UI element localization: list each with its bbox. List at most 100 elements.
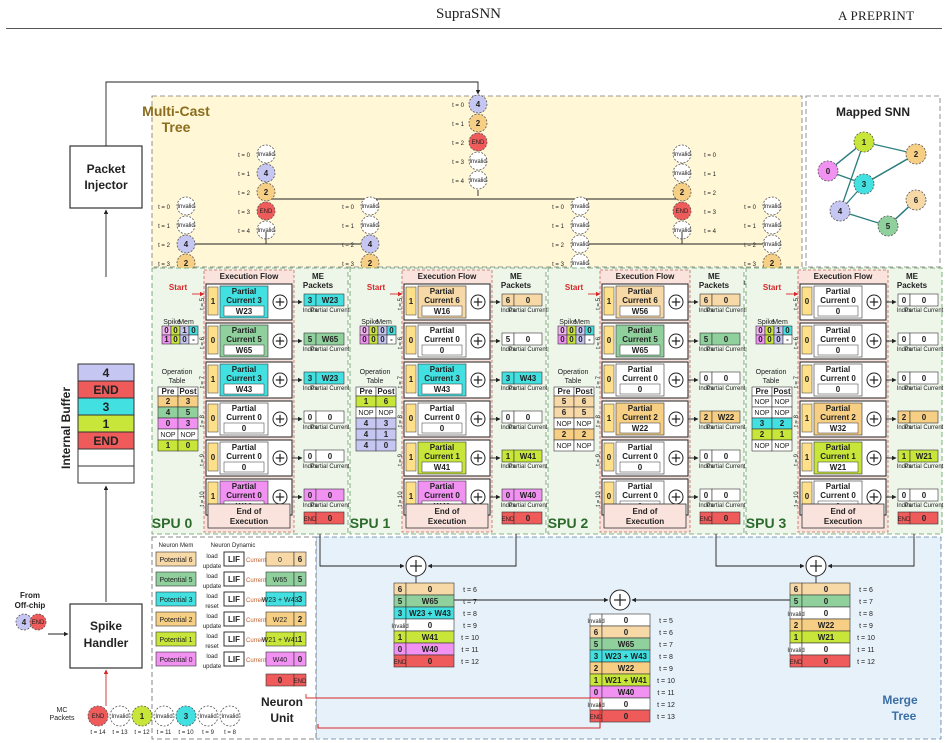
spu-2-exec-time: t = 10 [596,491,602,507]
spu-3-exec-weight-box [817,461,859,473]
snn-neuron-5-label: 5 [886,222,891,231]
snn-neuron-3-label: 3 [862,180,867,189]
spu-2-exec-partial-label: Partial [628,326,652,335]
spu-3-me-current [909,410,939,424]
mc-packet-node-label: 3 [184,712,189,721]
mc-left-node [256,182,276,202]
spu-3-exec-partial-label: Partial [826,482,850,491]
neuron-current-label: Current [246,598,266,604]
spu-2-exec-spike-value: 0 [607,336,612,345]
merge-root-stack-value-label: 0 [624,712,629,721]
spu-1-exec-weight: W43 [434,385,451,394]
spu-1-exec-flow-title: Execution Flow [418,272,477,281]
neuron-current-label: Current [246,558,266,564]
spu-1-op-post-value: 6 [384,397,389,406]
mc-leaf3-node [762,196,782,216]
offchip-node-end [29,613,47,631]
spu-3-me-current [909,449,939,463]
mc-leaf3-node [762,215,782,235]
spu-3-spike-mem-value: 0 [767,335,772,344]
spu-1-exec-partial-label: Partial [430,365,454,374]
spu-3-end-exec-box [801,503,885,529]
snn-neuron-1-label: 1 [862,138,867,147]
spu-1-me-index-label: Index [501,347,516,353]
spu-0-me-current [315,293,345,307]
mc-leaf2-node-label: Invalid [571,242,588,248]
spu-2-me-current-caption: Partial Current [707,347,746,353]
spu-2-op-pre-value: 2 [562,430,567,439]
spu-2-me-current-value: 0 [724,452,729,461]
neuron-potential-box [155,651,197,667]
spu-1-me-index-label: Index [501,386,516,392]
neuron-potential-label: Potential 6 [159,557,192,564]
spu-1-spike-mem-value: 0 [362,326,367,335]
spu-3-me-current-caption: Partial Current [905,347,944,353]
neuron-index-box [293,651,307,667]
spu-2-spike-mem-value: 0 [560,326,565,335]
spu-2-exec-time: t = 5 [596,297,602,310]
merge-root-stack-time: t = 11 [657,690,674,697]
spu-2-me-title: ME [708,272,721,281]
spu-3-exec-spike-value: 1 [805,453,810,462]
spu-1-exec-time: t = 7 [398,375,404,388]
spu-1-me-index-label: Index [501,464,516,470]
mc-packet-node-label: Invalid [199,714,216,720]
mc-packet-node-label: 1 [140,712,145,721]
mc-packet-node-label: Invalid [155,714,172,720]
spu-2-exec-current-label: Current 0 [622,374,658,383]
mc-leaf1-node [360,215,380,235]
mc-leaf0-node-label: Invalid [177,223,194,229]
spu-1-exec-current-label: Current 6 [424,296,460,305]
spu-0-me-current-value: W65 [322,335,339,344]
mc-leaf0-node [176,196,196,216]
spu-3-spike-mem-label: Spike [757,319,775,326]
neuron-load-label: load [206,614,217,620]
offchip-label: From [20,591,40,600]
spu-3-end-exec-label-2: Execution [824,517,862,526]
neuron-index-value: 6 [298,555,303,564]
spu-1-exec-weight-box [421,461,463,473]
mc-leaf1-time: t = 2 [342,243,355,249]
spu-3-op-post: Post [773,387,791,396]
mc-leaf0-node [176,234,196,254]
spu-0-exec-partial-label: Partial [232,482,256,491]
spu-2-exec-spike-value: 1 [607,414,612,423]
merge-left-stack-value-label: W65 [422,597,439,606]
neuron-dyn-label: Neuron Dynamic [211,543,256,549]
mc-leaf3-node-label: 2 [770,259,775,268]
spu-0-op-post-value: 5 [186,408,191,417]
header-preprint: A PREPRINT [838,8,915,23]
spu-1-op-pre: Pre [360,387,373,396]
merge-spu3-line [827,534,915,569]
spu-0-me-current [315,488,345,502]
spu-2-op-table-label: Operation [558,369,589,376]
mc-leaf2-node-label: Invalid [571,261,588,267]
spu-1-me-current-caption: Partial Current [509,425,548,431]
spu-1-exec-partial-label: Partial [430,287,454,296]
spu-3-exec-current-label: Current 2 [820,413,856,422]
spu-2-exec-weight: W65 [632,346,649,355]
spu-1-spike-mem-value: - [390,335,393,344]
spu-1-exec-time: t = 8 [398,414,404,427]
spu-3-me-current-caption: Partial Current [905,308,944,314]
spu-3-spike-mem-value: 0 [758,326,763,335]
spu-2-exec-weight-box [619,344,661,356]
merge-root-stack-value-label: W22 [618,664,635,673]
internal-buffer-slot [77,465,135,484]
merge-left-stack-value-label: W40 [422,645,439,654]
spu-2-me-title-2: Packets [699,281,730,290]
spu-0-me-index-value: 5 [308,335,313,344]
spu-2-me-current [711,449,741,463]
merge-left-stack-value-label: 0 [428,621,433,630]
neuron-index-box [293,591,307,607]
spu-1-exec-weight-box [421,305,463,317]
packet-injector-label-2: Injector [84,178,128,192]
spu-2-exec-weight: W56 [632,307,649,316]
mc-leaf1-node [360,196,380,216]
spu-1-spike-mem-cell [386,334,397,345]
neuron-end-label: END [294,679,307,685]
neuron-potential-label: Potential 2 [159,617,192,624]
neuron-load-label: load [206,554,217,560]
spu-0-end-exec-box [207,503,291,529]
